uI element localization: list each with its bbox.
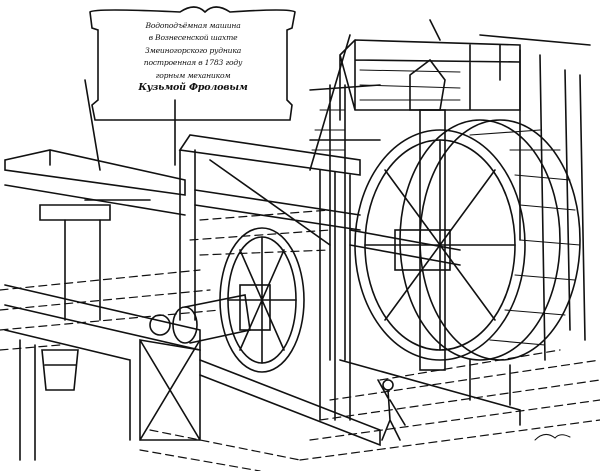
back-frame [309,34,381,361]
worker-figure [377,379,406,441]
inscription-line: построенная в 1783 году [143,58,243,68]
base-beams [199,359,521,447]
inscription-line: Змеиногорского рудника [144,45,242,55]
floor-planks [0,209,600,471]
left-beams [4,79,201,461]
small-wheel [219,227,305,373]
inscription-line: Кузьмой Фроловым [138,82,248,94]
inscription-line: Водоподъёмная машина [145,21,241,30]
cartouche-inscription: Водоподъёмная машина в Вознесенской шахт… [98,20,288,112]
inscription-line: в Вознесенской шахте [148,33,238,43]
bucket [41,349,79,391]
drum [149,284,271,344]
signature [534,434,571,441]
cartouche-frame [89,6,296,121]
water-wheel [354,109,581,371]
middle-frame [178,134,461,421]
inscription-line: горным механиком [155,70,231,80]
